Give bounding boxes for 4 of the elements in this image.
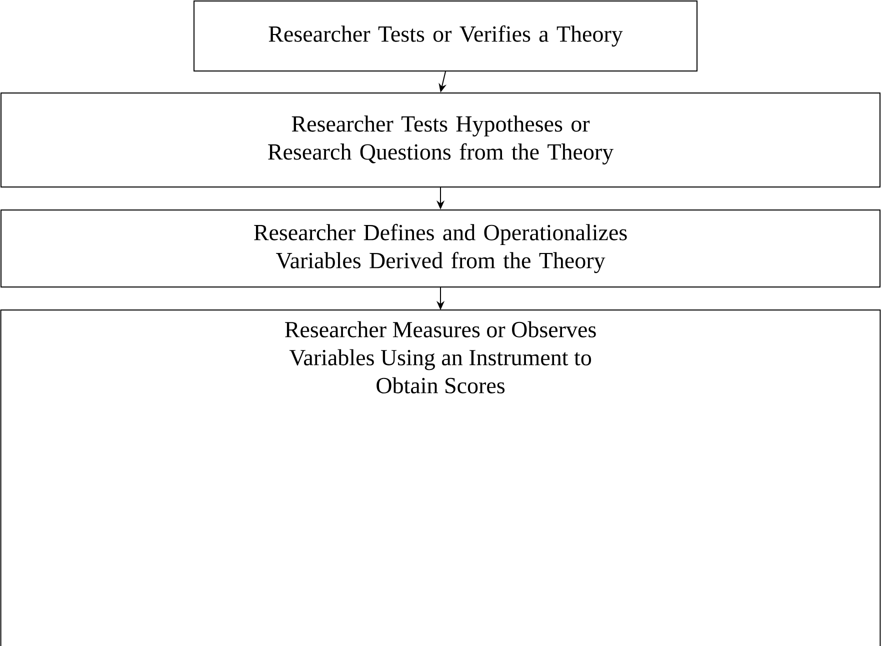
process-box: Researcher Defines and Operationalizes Variables Derived from the Theory [0, 210, 880, 288]
process-box: Researcher Measures or Observes Variables Using an Instrument to Obtain Scores [0, 310, 881, 646]
process-box: Researcher Tests Hypotheses or Research Questions from the Theory [0, 92, 880, 188]
process-box: Researcher Tests or Verifies a Theory [194, 0, 698, 72]
